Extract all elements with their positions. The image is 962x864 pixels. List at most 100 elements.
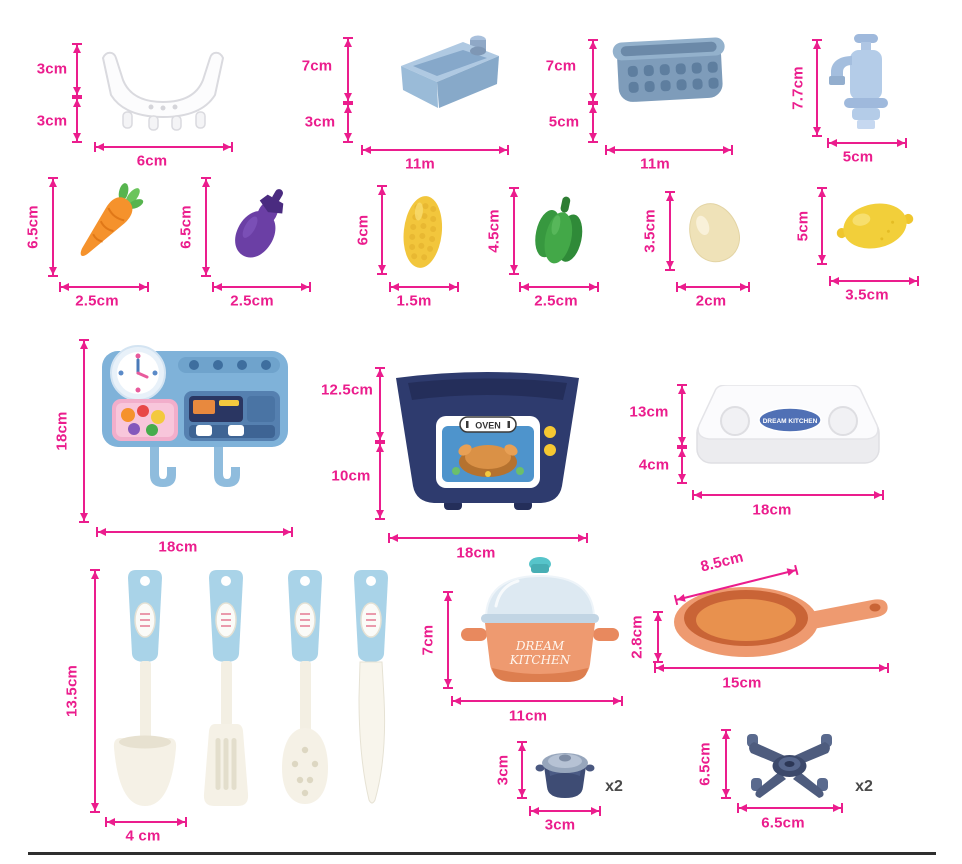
dim-cap: [817, 263, 827, 265]
tabletop-icon: DREAM KITCHEN: [696, 385, 880, 464]
dim-cap: [147, 282, 149, 292]
dim-cap: [343, 101, 353, 103]
dim-cap: [827, 138, 829, 148]
frying-pan-icon: [674, 587, 888, 657]
dim-label: 1.5m: [396, 292, 432, 310]
dim-cap: [507, 145, 509, 155]
dim-label: 3cm: [304, 113, 336, 131]
dim-label: 7cm: [301, 57, 333, 75]
dim-cap: [201, 275, 211, 277]
bottom-divider: [28, 852, 936, 855]
knife-icon: [354, 570, 388, 804]
dim-label: 18cm: [53, 411, 71, 451]
dim-label: 2.5cm: [75, 292, 119, 310]
dim-cap: [72, 97, 82, 99]
dim-line: [692, 490, 884, 500]
dim-line: [377, 185, 387, 275]
dim-line: [94, 142, 233, 152]
dim-cap: [375, 442, 385, 444]
egg-icon: [689, 203, 740, 263]
dim-label: 6cm: [136, 152, 168, 170]
dim-line: [588, 103, 598, 143]
dim-label: 12.5cm: [320, 381, 374, 399]
dim-label: 6.5cm: [24, 205, 42, 249]
dim-line: [812, 39, 822, 137]
dim-cap: [588, 101, 598, 103]
quantity-label: x2: [605, 778, 623, 795]
dim-line: [388, 533, 588, 543]
dim-label: 7cm: [419, 624, 437, 656]
pot-icon: DREAM KITCHEN: [461, 557, 619, 682]
dim-label: 2.5cm: [534, 292, 578, 310]
dim-label: 5cm: [794, 210, 812, 242]
dim-cap: [665, 269, 675, 271]
burner-grate-icon: [747, 734, 832, 798]
faucet-icon: [829, 34, 888, 129]
dim-line: [829, 276, 919, 286]
hook-icon: [150, 447, 176, 487]
dim-line: [665, 191, 675, 271]
dim-line: [375, 367, 385, 442]
basket-icon: [612, 37, 725, 102]
dim-cap: [79, 521, 89, 523]
dim-cap: [677, 384, 687, 386]
dim-cap: [72, 141, 82, 143]
dim-cap: [309, 282, 311, 292]
dim-cap: [665, 191, 675, 193]
dim-line: [90, 569, 100, 813]
ladle-icon: [113, 570, 177, 806]
dim-cap: [588, 103, 598, 105]
dim-line: [721, 729, 731, 799]
dim-line: [451, 696, 623, 706]
dim-cap: [343, 103, 353, 105]
dim-cap: [621, 696, 623, 706]
stove-unit-icon: [102, 345, 288, 487]
dim-cap: [389, 282, 391, 292]
dim-cap: [519, 282, 521, 292]
dim-cap: [737, 803, 739, 813]
pot-brand-line1: DREAM: [515, 639, 565, 653]
dim-cap: [59, 282, 61, 292]
oven-basin-icon: OVEN: [396, 372, 579, 510]
dim-line: [212, 282, 311, 292]
dim-cap: [829, 276, 831, 286]
dim-cap: [94, 142, 96, 152]
dim-cap: [90, 811, 100, 813]
hook-icon: [214, 447, 240, 487]
dim-cap: [377, 273, 387, 275]
dim-cap: [817, 187, 827, 189]
dim-line: [72, 97, 82, 143]
dim-label: 2.5cm: [230, 292, 274, 310]
dim-cap: [377, 185, 387, 187]
dim-cap: [887, 663, 889, 673]
dim-label: 18cm: [752, 501, 792, 519]
dim-line: [588, 39, 598, 103]
dim-cap: [90, 569, 100, 571]
dim-cap: [692, 490, 694, 500]
dim-cap: [343, 37, 353, 39]
dim-line: [676, 282, 750, 292]
dim-cap: [597, 282, 599, 292]
dim-cap: [201, 177, 211, 179]
dim-label: 8.5cm: [698, 548, 746, 576]
dim-cap: [731, 145, 733, 155]
dim-line: [389, 282, 459, 292]
dim-cap: [509, 187, 519, 189]
dim-line: [343, 37, 353, 103]
dim-cap: [79, 339, 89, 341]
dim-cap: [375, 518, 385, 520]
dim-cap: [185, 817, 187, 827]
dim-cap: [721, 729, 731, 731]
dim-label: 11cm: [508, 707, 548, 725]
dim-label: 18cm: [456, 544, 496, 562]
dim-line: [519, 282, 599, 292]
carrot-icon: [80, 183, 144, 256]
dim-cap: [105, 817, 107, 827]
dim-cap: [231, 142, 233, 152]
dim-cap: [457, 282, 459, 292]
dim-label: 4cm: [638, 456, 670, 474]
dim-cap: [443, 591, 453, 593]
dim-cap: [677, 447, 687, 449]
dim-line: [443, 591, 453, 689]
dim-cap: [72, 95, 82, 97]
